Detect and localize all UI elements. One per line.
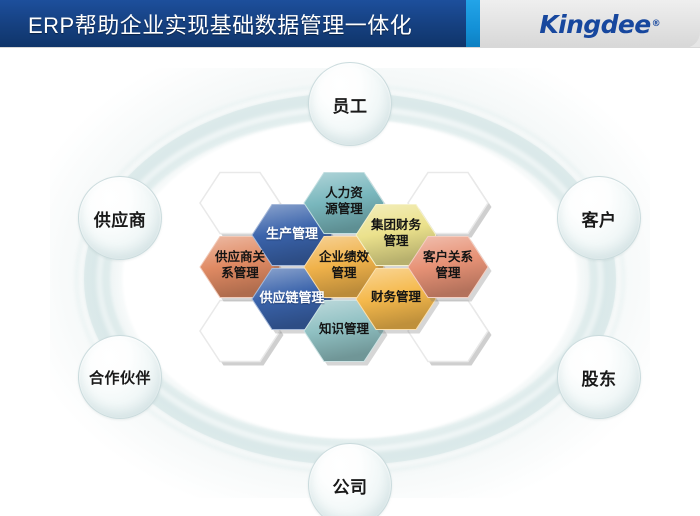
page-title: ERP帮助企业实现基础数据管理一体化: [28, 13, 413, 38]
outer-node-label: 供应商: [93, 210, 147, 230]
hexagon-tile-empty: [407, 171, 489, 235]
hexagon-tile[interactable]: [407, 236, 489, 298]
banner-title-block: [0, 0, 466, 47]
outer-node-shareholder[interactable]: 股东: [557, 335, 641, 419]
hexagon-cluster: 供应商关 系管理生产管理供应链管理人力资 源管理企业绩效 管理知识管理集团财务 …: [0, 48, 700, 516]
outer-node-label: 客户: [581, 210, 617, 230]
outer-node-label: 合作伙伴: [88, 369, 151, 387]
outer-node-supplier[interactable]: 供应商: [78, 176, 162, 260]
title-banner: ERP帮助企业实现基础数据管理一体化 Kingdee®: [0, 0, 700, 48]
outer-node-label: 员工: [332, 96, 368, 116]
banner-accent-bar: [466, 0, 480, 47]
kingdee-logo: Kingdee®: [539, 0, 661, 47]
outer-node-label: 公司: [332, 477, 368, 497]
hexagon-tile-empty: [407, 299, 489, 363]
hexagon-shapes: [199, 171, 492, 366]
outer-node-partner[interactable]: 合作伙伴: [78, 335, 162, 419]
outer-node-employee[interactable]: 员工: [308, 62, 392, 146]
outer-node-label: 股东: [581, 369, 617, 389]
diagram-canvas: 供应商关 系管理生产管理供应链管理人力资 源管理企业绩效 管理知识管理集团财务 …: [0, 48, 700, 516]
registered-mark: ®: [651, 19, 661, 29]
outer-node-company[interactable]: 公司: [308, 443, 392, 516]
outer-node-customer[interactable]: 客户: [557, 176, 641, 260]
brand-name: Kingdee: [539, 9, 651, 39]
